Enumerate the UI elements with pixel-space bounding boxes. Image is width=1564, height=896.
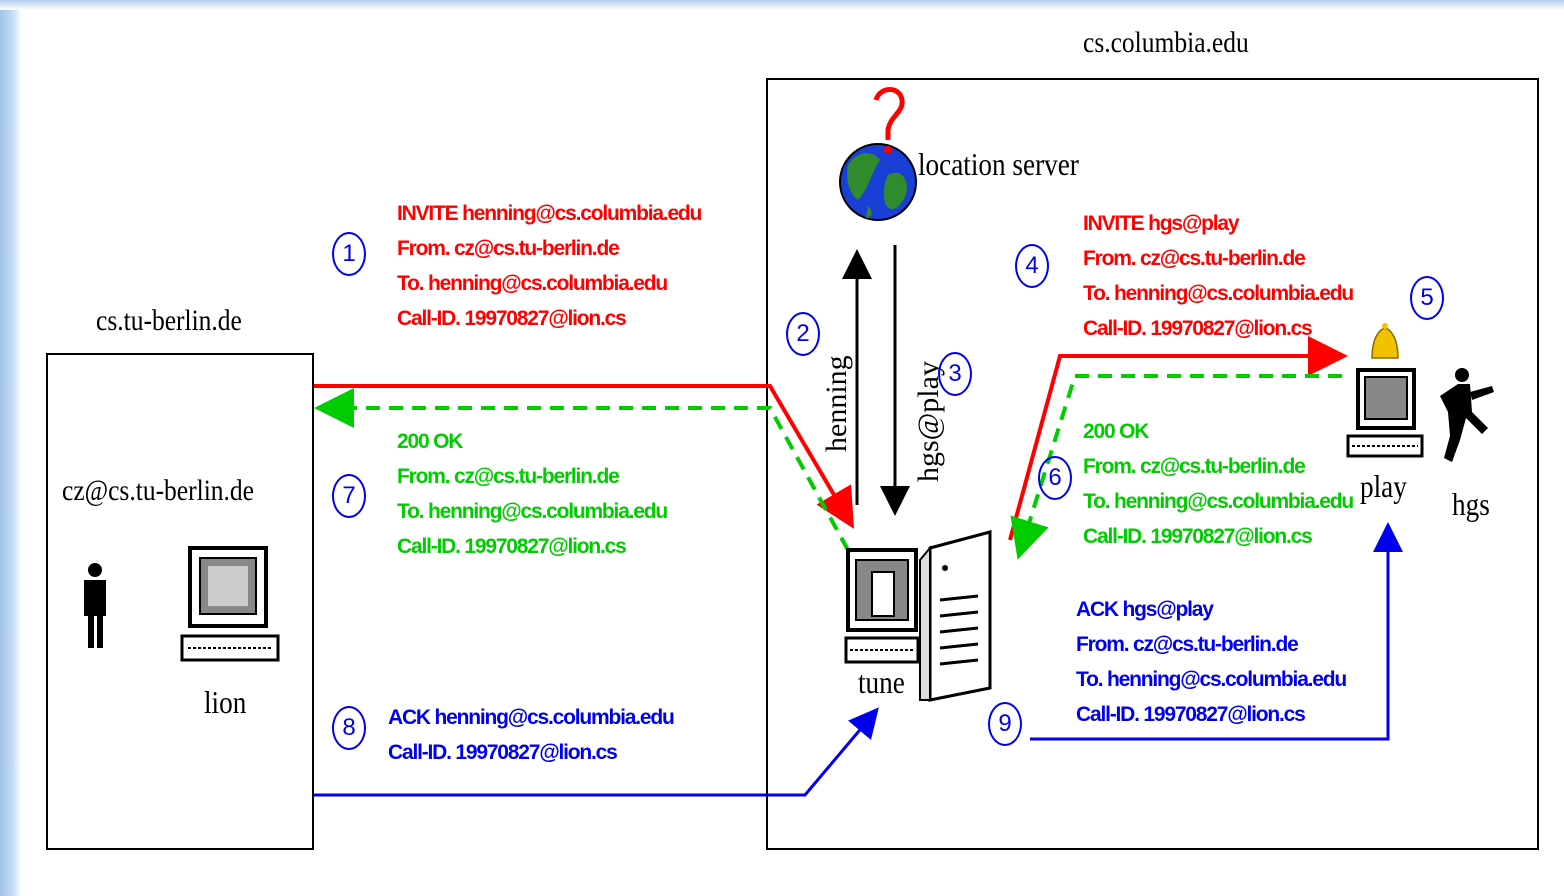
message-line: From. cz@cs.tu-berlin.de [1083, 455, 1306, 478]
caller-address-label: cz@cs.tu-berlin.de [62, 474, 254, 507]
message-line: Call-ID. 19970827@lion.cs [388, 741, 618, 764]
message-line: INVITE hgs@play [1083, 212, 1240, 235]
running-person-icon [1440, 368, 1494, 462]
message-line: Call-ID. 19970827@lion.cs [397, 535, 627, 558]
step-marker: 8 [332, 706, 366, 750]
slide-left-border [0, 0, 22, 896]
computer-icon [1346, 368, 1424, 458]
step-marker: 1 [332, 232, 366, 276]
message-line: From. cz@cs.tu-berlin.de [1083, 247, 1306, 270]
step-marker: 9 [988, 702, 1022, 746]
message-line: 200 OK [397, 430, 463, 453]
step-marker: 5 [1410, 276, 1444, 320]
step-marker: 2 [786, 312, 820, 356]
invite-message-4: INVITE hgs@play From. cz@cs.tu-berlin.de… [1083, 206, 1354, 346]
tune-host-label: tune [858, 664, 905, 700]
globe-icon [839, 143, 917, 221]
slide-top-border [0, 0, 1564, 10]
caller-host-label: lion [204, 684, 247, 720]
message-line: To. henning@cs.columbia.edu [1083, 490, 1354, 513]
bell-icon [1371, 323, 1399, 359]
invite-arrow-1 [314, 384, 855, 529]
message-line: From. cz@cs.tu-berlin.de [397, 237, 620, 260]
invite-arrow-4 [1008, 336, 1348, 541]
ok-message-6: 200 OK From. cz@cs.tu-berlin.de To. henn… [1083, 414, 1354, 554]
ack-message-9: ACK hgs@play From. cz@cs.tu-berlin.de To… [1076, 592, 1347, 732]
step-marker: 6 [1038, 456, 1072, 500]
computer-icon [844, 548, 920, 664]
ack-message-8: ACK henning@cs.columbia.edu Call-ID. 199… [388, 700, 675, 770]
step-marker: 4 [1015, 244, 1049, 288]
ack-arrow-9 [1030, 522, 1403, 741]
message-line: From. cz@cs.tu-berlin.de [1076, 633, 1299, 656]
step-marker: 3 [938, 352, 972, 396]
message-line: ACK henning@cs.columbia.edu [388, 706, 675, 729]
message-line: From. cz@cs.tu-berlin.de [397, 465, 620, 488]
message-line: To. henning@cs.columbia.edu [1076, 668, 1347, 691]
message-line: Call-ID. 19970827@lion.cs [397, 307, 627, 330]
message-line: 200 OK [1083, 420, 1149, 443]
ack-arrow-8 [314, 707, 879, 797]
message-line: Call-ID. 19970827@lion.cs [1083, 525, 1313, 548]
ok-arrow-6 [1010, 374, 1342, 560]
play-host-label: play [1360, 468, 1407, 504]
person-icon [84, 563, 106, 648]
local-domain-label: cs.columbia.edu [1083, 26, 1249, 59]
invite-message-1: INVITE henning@cs.columbia.edu From. cz@… [397, 196, 702, 336]
ok-message-7: 200 OK From. cz@cs.tu-berlin.de To. henn… [397, 424, 668, 564]
location-server-label: location server [918, 146, 1079, 182]
lookup-query-label: henning [820, 355, 853, 452]
message-line: INVITE henning@cs.columbia.edu [397, 202, 702, 225]
ok-arrow-7 [314, 388, 850, 551]
computer-icon [180, 546, 280, 662]
message-line: ACK hgs@play [1076, 598, 1214, 621]
step-marker: 7 [332, 474, 366, 518]
user-label: hgs [1452, 486, 1490, 522]
server-tower-icon [919, 530, 992, 702]
remote-domain-label: cs.tu-berlin.de [96, 304, 242, 337]
message-line: Call-ID. 19970827@lion.cs [1083, 317, 1313, 340]
question-mark-icon [873, 87, 905, 154]
message-line: To. henning@cs.columbia.edu [397, 272, 668, 295]
message-line: Call-ID. 19970827@lion.cs [1076, 703, 1306, 726]
message-line: To. henning@cs.columbia.edu [1083, 282, 1354, 305]
message-line: To. henning@cs.columbia.edu [397, 500, 668, 523]
